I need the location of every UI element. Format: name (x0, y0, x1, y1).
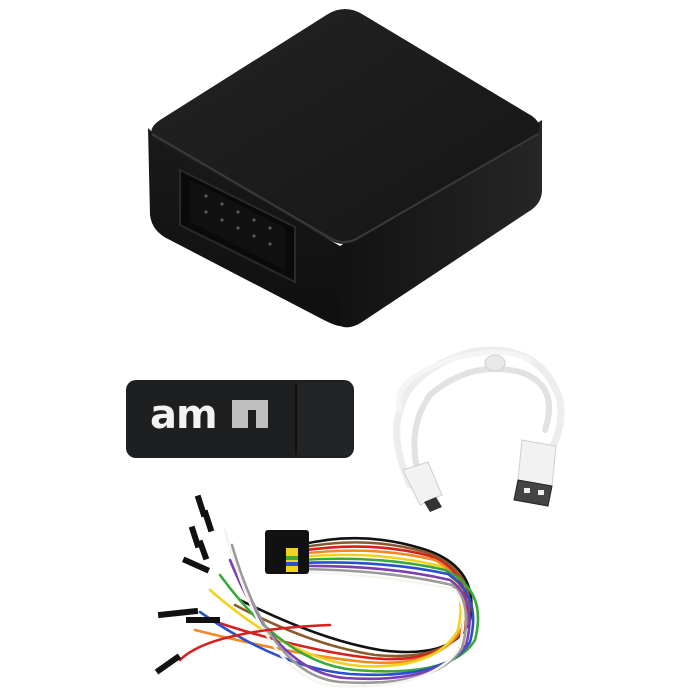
usb-cable (393, 346, 565, 489)
ams-logo-mark-icon (232, 400, 268, 428)
ribbon-connector (265, 530, 309, 574)
usb-a-plug (513, 439, 557, 507)
idc-connector (179, 168, 296, 284)
ams-logo-text: am (150, 392, 217, 438)
ams-logo: am (150, 392, 268, 438)
jumper-pins (154, 494, 220, 675)
jumper-harness (178, 528, 480, 688)
mini-usb-plug (402, 461, 443, 512)
usb-dongle: am (126, 380, 354, 458)
interface-box (148, 9, 542, 328)
